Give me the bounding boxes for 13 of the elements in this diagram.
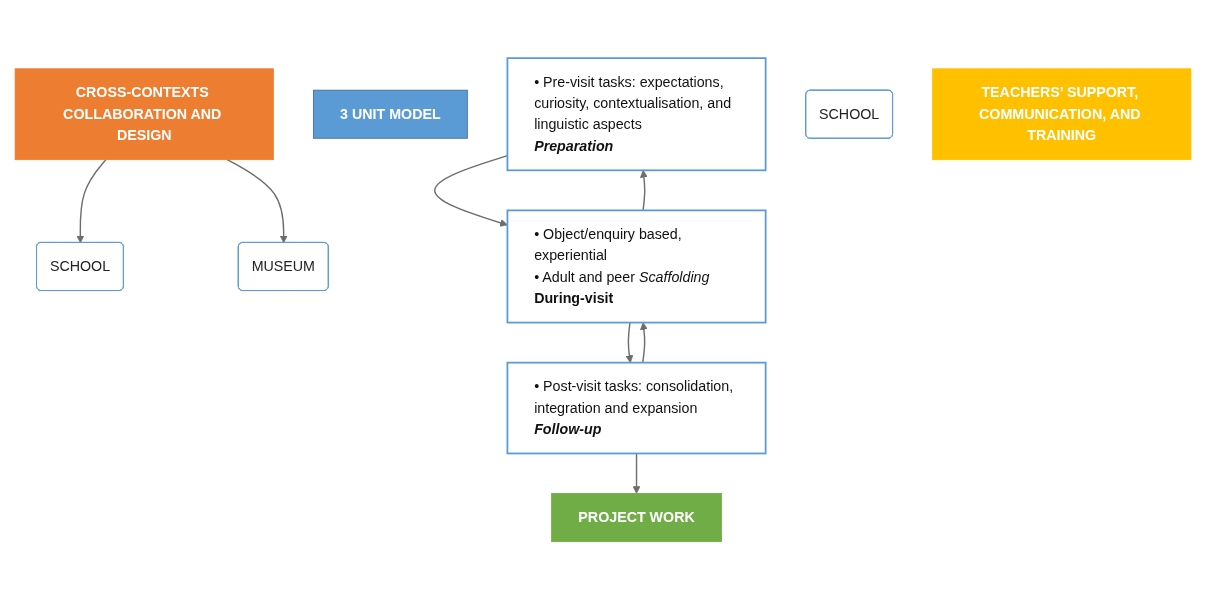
node-box: • Post-visit tasks: consolidation, integration and expansion Follow-up — [506, 361, 767, 454]
node-box: • Pre-visit tasks: expectations, curiosity, contextualisation, and linguistic aspects Preparation — [506, 56, 767, 171]
node-box: PROJECT WORK — [551, 492, 722, 542]
arrow — [76, 158, 107, 243]
node-box: TEACHERS’ SUPPORT, COMMUNICATION, AND TRAINING — [932, 68, 1192, 160]
node-box: CROSS-CONTEXTS COLLABORATION AND DESIGN — [14, 68, 274, 160]
arrow — [226, 158, 288, 243]
node-box: 3 UNIT MODEL — [312, 89, 468, 139]
arrow — [632, 452, 641, 494]
arrow — [640, 169, 648, 211]
arrow — [640, 321, 648, 363]
node-box: • Object/enquiry based, experiential • Adult and peer Scaffolding During-visit — [506, 209, 767, 324]
arrow — [625, 321, 634, 363]
